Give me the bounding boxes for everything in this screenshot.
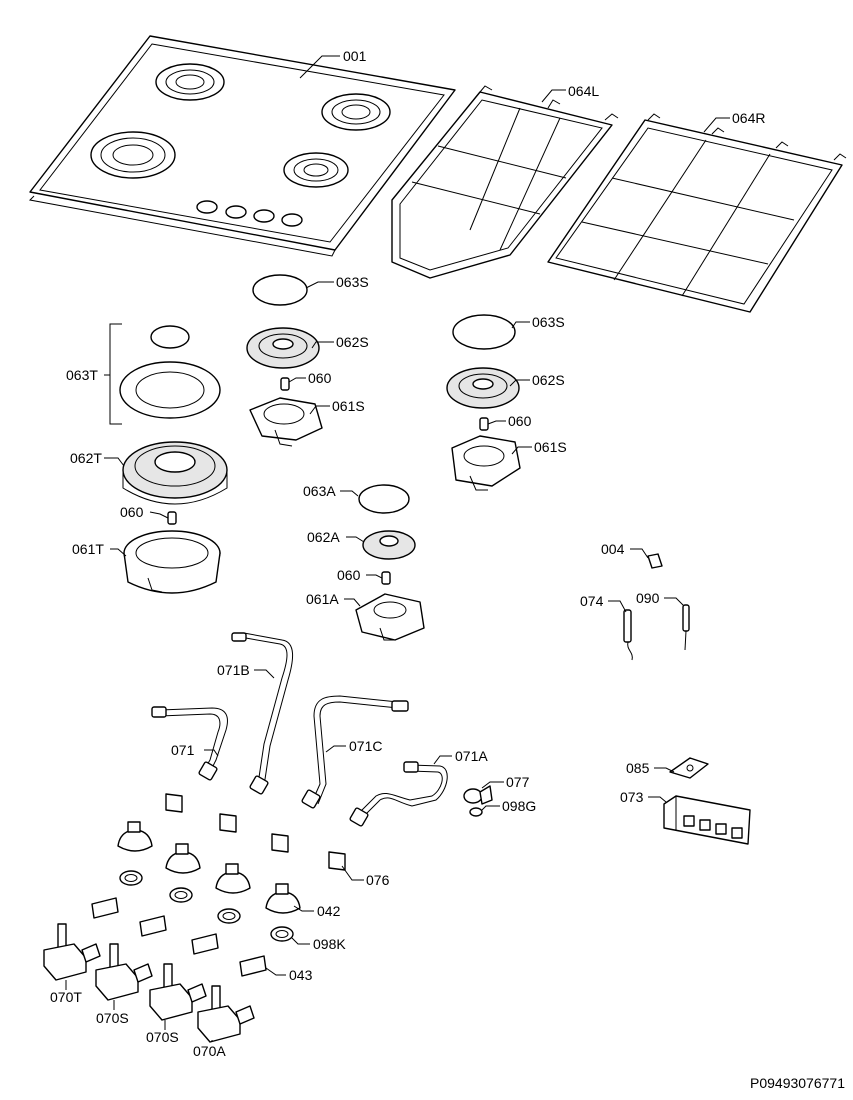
label-061A: 061A [306,591,339,607]
microswitch-043-a [91,897,119,919]
label-070S-b: 070S [146,1029,179,1045]
injector-060-b [479,417,489,431]
ring-098K-b [169,887,193,903]
clip-076-c [271,833,289,853]
label-061S-a: 061S [332,398,365,414]
microswitch-043-c [191,933,219,955]
cap-bracket-063T [109,323,122,425]
label-063A: 063A [303,483,336,499]
label-043: 043 [289,967,313,983]
leader-lines [65,55,730,1042]
gas-pipe-071B [231,632,293,795]
knob-042-b [165,843,201,874]
label-061T: 061T [72,541,104,557]
ring-098K-a [119,870,143,886]
label-077: 077 [506,774,530,790]
microswitch-043-d [239,955,267,977]
knob-042-d [265,883,301,914]
gas-tap-070T [43,923,101,981]
cooktop-001 [28,35,456,257]
bracket-085 [669,757,709,779]
label-098G: 098G [502,798,536,814]
burner-cap-063T-inner [150,325,190,349]
burner-crown-062S-b [446,367,520,409]
label-042: 042 [317,903,341,919]
burner-cap-063S-a [252,274,308,306]
label-070S-a: 070S [96,1010,129,1026]
label-085: 085 [626,760,650,776]
clip-076-a [165,793,183,813]
burner-body-061T [123,530,221,594]
gas-tap-070A [197,985,255,1043]
label-070A: 070A [193,1043,226,1059]
gas-pipe-071 [151,706,228,781]
part-labels: 001 064L 064R 063S 063T 062S 060 061S 06… [50,48,765,1059]
label-074: 074 [580,593,604,609]
label-060-d: 060 [337,567,361,583]
burner-cap-063T-ring [119,361,221,419]
knob-042-c [215,863,251,894]
label-063S-a: 063S [336,274,369,290]
label-071: 071 [171,742,195,758]
burner-cap-063S-b [452,314,516,350]
ignition-plug-074 [623,609,633,661]
label-001: 001 [343,48,367,64]
ignition-generator-073 [663,795,751,845]
label-061S-b: 061S [534,439,567,455]
label-070T: 070T [50,989,82,1005]
label-063T: 063T [66,367,98,383]
label-062A: 062A [307,529,340,545]
label-060-a: 060 [308,370,332,386]
burner-crown-062S-a [246,327,320,369]
label-071B: 071B [217,662,250,678]
pan-support-right-064R [547,113,847,313]
label-062T: 062T [70,450,102,466]
injector-060-d [381,571,391,585]
knob-042-a [117,821,153,852]
label-076: 076 [366,872,390,888]
ring-098K-c [217,908,241,924]
label-073: 073 [620,789,644,805]
label-060-b: 060 [508,413,532,429]
gasket-098G [469,807,483,817]
label-004: 004 [601,541,625,557]
label-071A: 071A [455,748,488,764]
injector-060-a [280,377,290,391]
gas-pipe-071C [301,695,409,809]
diagram-code: P09493076771 [750,1075,845,1091]
label-062S-a: 062S [336,334,369,350]
thermocouple-090 [682,604,690,651]
burner-body-061S-a [249,397,323,447]
label-060-c: 060 [120,504,144,520]
burner-body-061A [355,593,425,641]
label-064R: 064R [732,110,765,126]
burner-body-061S-b [451,435,521,491]
label-062S-b: 062S [532,372,565,388]
gas-tap-070S-a [95,943,153,1001]
label-071C: 071C [349,738,382,754]
microswitch-043-b [139,915,167,937]
clip-004 [647,553,663,569]
label-064L: 064L [568,83,599,99]
gas-pipe-071A [349,761,448,827]
elbow-077 [463,785,493,805]
clip-076-b [219,813,237,833]
ring-098K-d [270,926,294,942]
label-098K: 098K [313,936,346,952]
gas-tap-070S-b [149,963,207,1021]
label-090: 090 [636,590,660,606]
burner-crown-062T [122,441,228,505]
label-063S-b: 063S [532,314,565,330]
burner-crown-062A [362,530,416,560]
injector-060-c [167,511,177,525]
pan-support-left-064L [391,85,619,279]
burner-cap-063A [358,484,410,514]
